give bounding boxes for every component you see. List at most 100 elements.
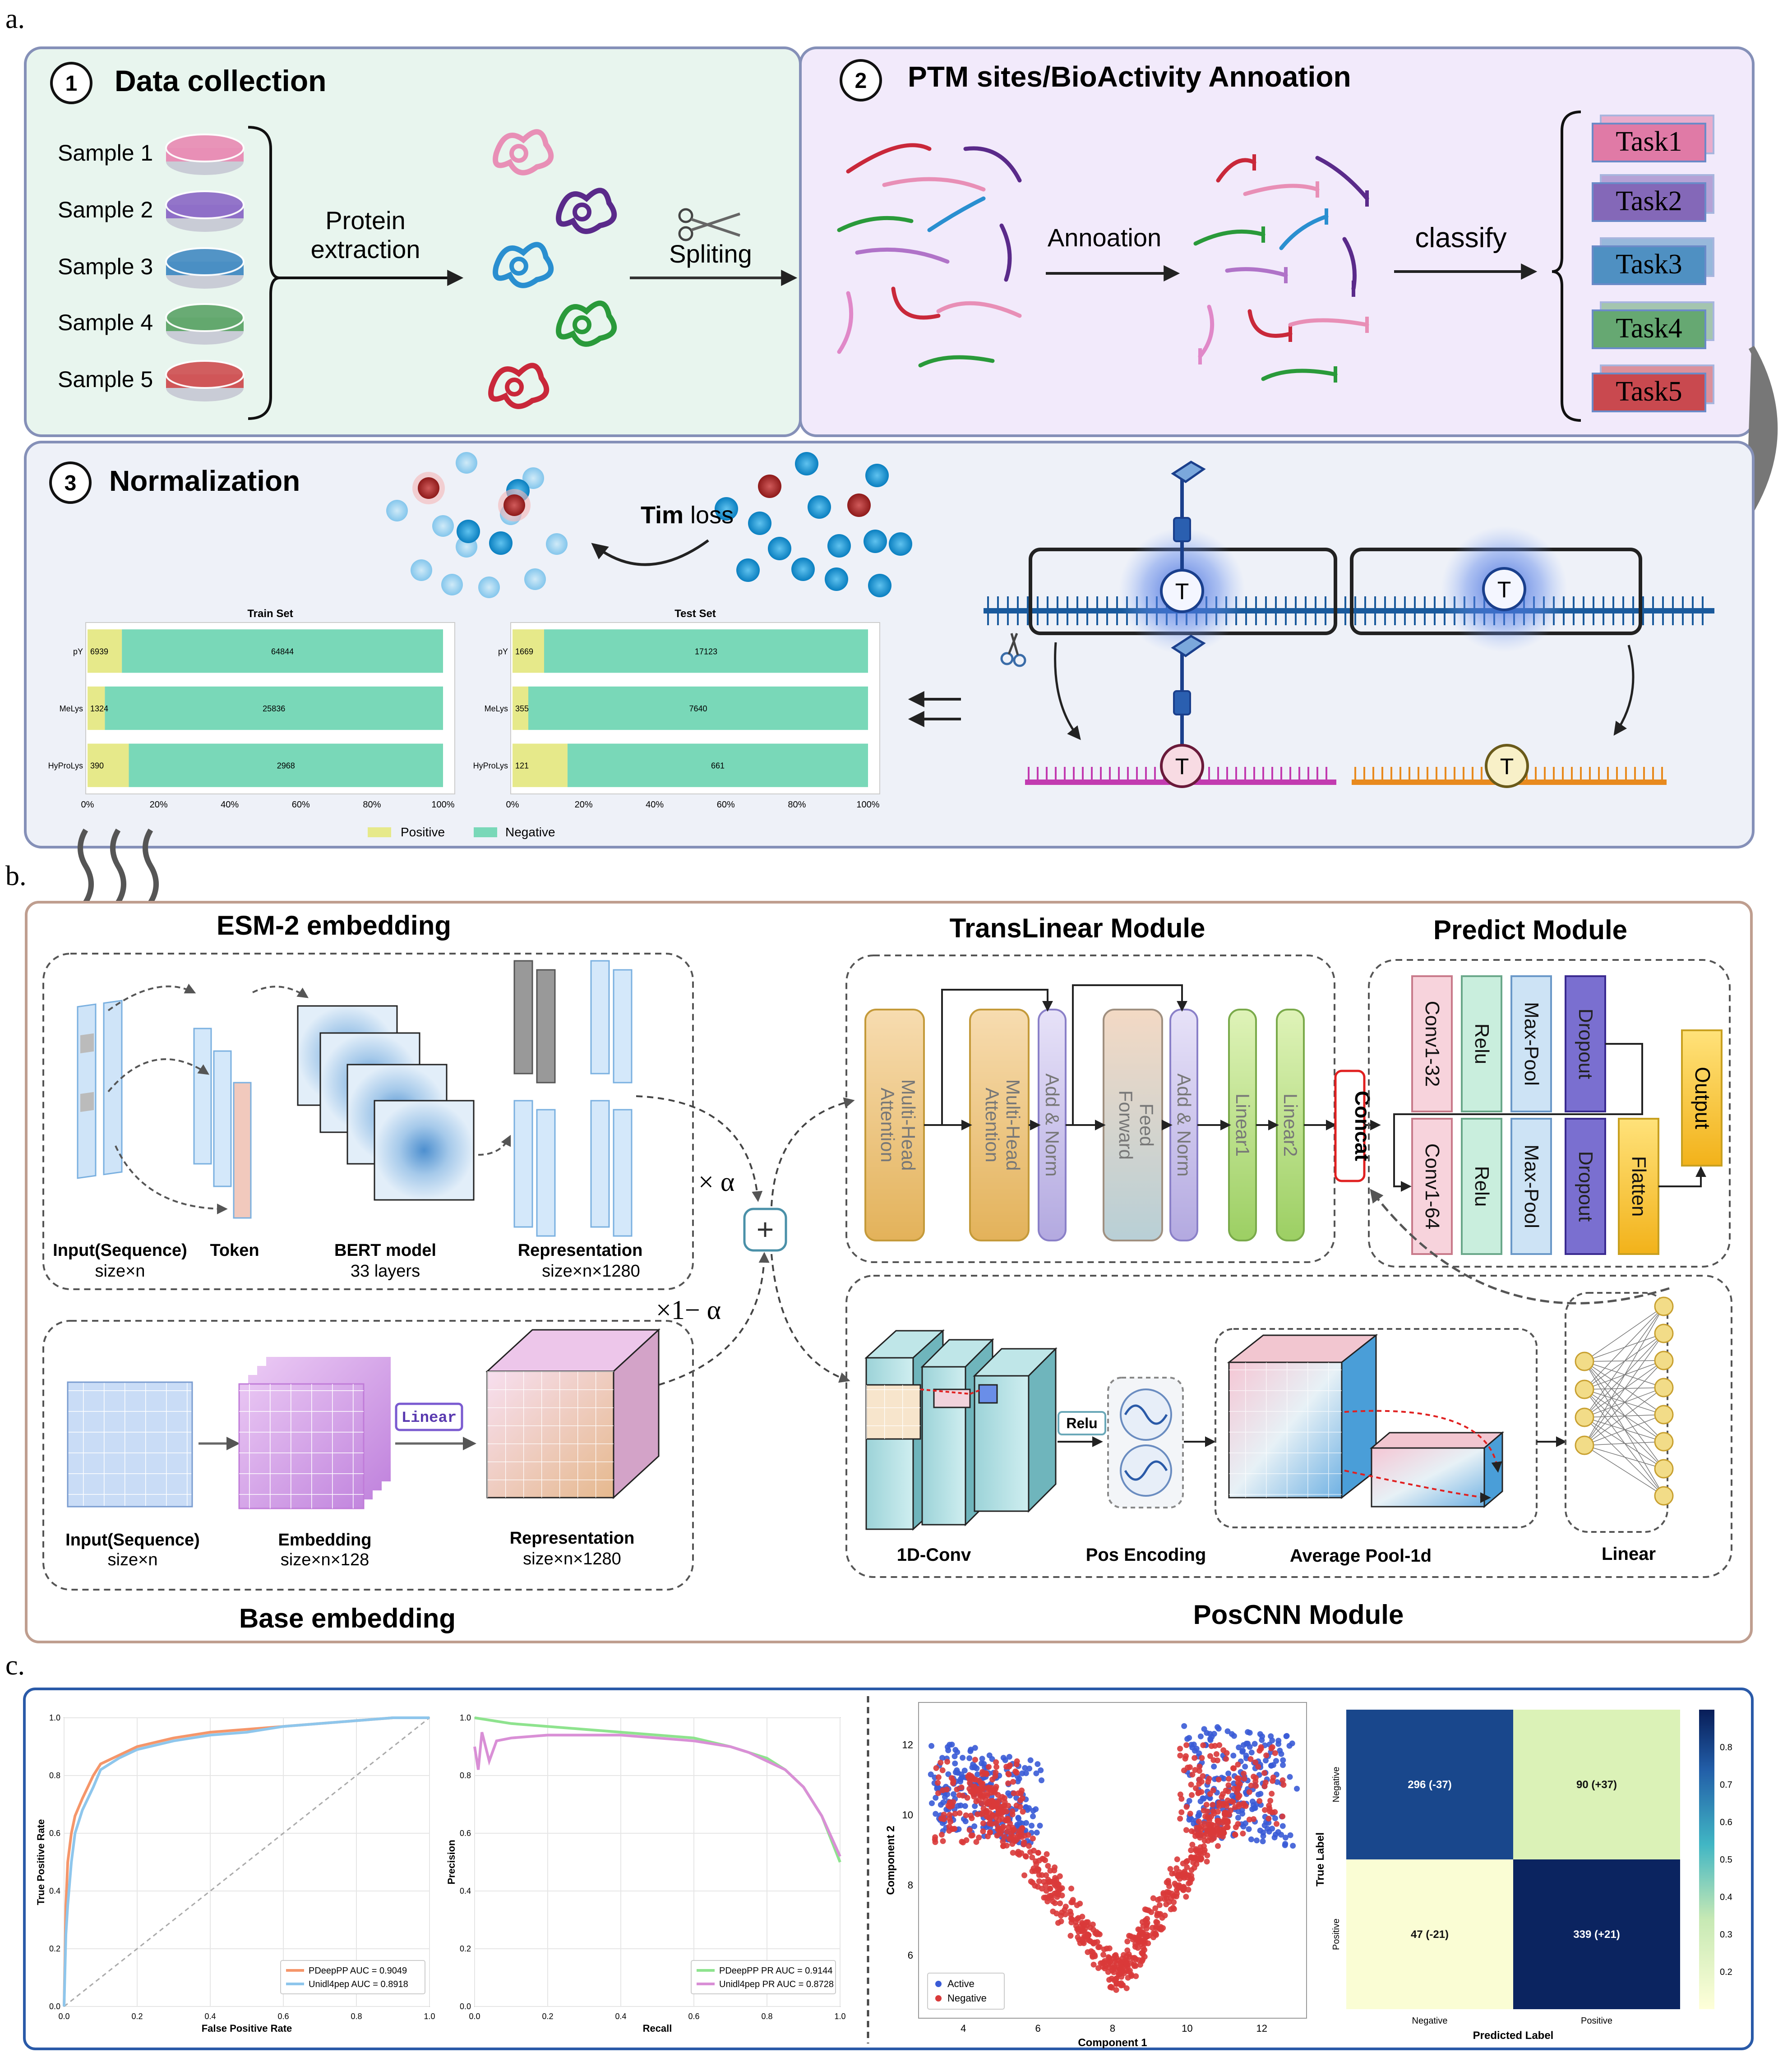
active-point bbox=[928, 1743, 935, 1749]
relu-tag bbox=[1058, 1411, 1106, 1435]
panel-c: 0.00.00.20.20.40.40.60.60.80.81.01.0PDee… bbox=[23, 1688, 1754, 2050]
protein-blob-loop bbox=[505, 378, 524, 397]
nn-edge bbox=[1584, 1361, 1664, 1388]
negative-point bbox=[1013, 1803, 1020, 1809]
negative-point bbox=[1185, 1886, 1192, 1893]
nn-edge bbox=[1584, 1389, 1664, 1415]
predict-block bbox=[1461, 1118, 1502, 1255]
linear-tag bbox=[395, 1402, 463, 1431]
translinear-block-label: Linear1 bbox=[1232, 1093, 1253, 1157]
step-3-circle bbox=[49, 461, 92, 504]
input-grid-lines bbox=[67, 1381, 193, 1508]
protein-blob bbox=[556, 188, 617, 234]
task-card bbox=[1592, 245, 1706, 285]
nn-edge bbox=[1584, 1306, 1664, 1362]
translinear-block-label: Add & Norm bbox=[1173, 1074, 1195, 1177]
negative-point bbox=[979, 1811, 985, 1817]
category-label: MeLys bbox=[60, 704, 83, 713]
nn-node bbox=[1575, 1351, 1594, 1371]
bar-negative bbox=[544, 629, 868, 673]
negative-point bbox=[1113, 1976, 1119, 1982]
particle bbox=[864, 530, 887, 553]
plus-to-translinear-dash bbox=[771, 1097, 855, 1207]
y-tick: 0.2 bbox=[460, 1944, 471, 1953]
negative-point bbox=[1210, 1808, 1216, 1814]
translinear-block-label: Multi-Head bbox=[1002, 1079, 1024, 1171]
active-point bbox=[1015, 1815, 1021, 1821]
negative-point bbox=[1224, 1797, 1231, 1803]
pos-encoding-label: Pos Encoding bbox=[1086, 1545, 1206, 1565]
negative-point bbox=[1113, 1955, 1120, 1961]
step-1-title: Data collection bbox=[115, 64, 326, 97]
predict-block-label: Conv1-64 bbox=[1421, 1144, 1443, 1230]
active-point bbox=[1289, 1740, 1295, 1747]
x-tick-label: 60% bbox=[292, 800, 310, 810]
y-tick: 0.6 bbox=[49, 1829, 60, 1838]
negative-point bbox=[1171, 1899, 1177, 1905]
negative-point bbox=[1225, 1782, 1232, 1789]
negative-point bbox=[1230, 1799, 1236, 1805]
active-point bbox=[1248, 1749, 1255, 1756]
negative-point bbox=[941, 1812, 947, 1818]
negative-point bbox=[1167, 1866, 1173, 1872]
esm-flow-dash-1 bbox=[107, 983, 196, 1011]
negative-point bbox=[1266, 1805, 1273, 1812]
negative-point bbox=[1068, 1915, 1074, 1922]
active-point bbox=[1019, 1770, 1025, 1776]
active-point bbox=[979, 1756, 985, 1762]
x-tick: 0.0 bbox=[58, 2012, 69, 2021]
negative-point bbox=[1256, 1798, 1263, 1804]
predict-block bbox=[1565, 975, 1606, 1112]
legend-negative-swatch bbox=[474, 827, 497, 837]
negative-point bbox=[1058, 1913, 1064, 1919]
sample-label: Sample 4 bbox=[58, 310, 153, 335]
particle bbox=[795, 452, 818, 475]
annotated-peptide bbox=[1216, 158, 1256, 183]
negative-point bbox=[1021, 1872, 1028, 1878]
negative-point bbox=[1183, 1827, 1189, 1833]
negative-point bbox=[932, 1834, 938, 1840]
negative-point bbox=[1113, 1987, 1119, 1993]
panel-label-a: a. bbox=[5, 4, 25, 34]
negative-point bbox=[969, 1815, 975, 1822]
x-tick-label: 0% bbox=[506, 800, 519, 810]
base-representation-size: size×n×1280 bbox=[523, 1550, 621, 1568]
active-point bbox=[1002, 1757, 1008, 1763]
negative-point bbox=[950, 1826, 956, 1832]
light-particle bbox=[524, 568, 546, 590]
negative-point bbox=[1247, 1756, 1254, 1762]
active-point bbox=[1282, 1842, 1288, 1849]
y-tick: 1.0 bbox=[49, 1713, 60, 1722]
series-line bbox=[63, 1716, 430, 2007]
annotated-peptides bbox=[1193, 154, 1369, 383]
residual-2 bbox=[1072, 984, 1187, 1125]
linear-box bbox=[1565, 1292, 1668, 1533]
nn-node bbox=[1575, 1435, 1594, 1455]
particle bbox=[808, 495, 831, 519]
category-label: HyProLys bbox=[473, 761, 508, 770]
particle bbox=[825, 567, 848, 591]
residual-1 bbox=[941, 989, 1053, 1125]
active-point bbox=[1215, 1725, 1222, 1732]
negative-point bbox=[1202, 1813, 1209, 1820]
negative-point bbox=[1210, 1757, 1217, 1763]
negative-point bbox=[1046, 1893, 1053, 1899]
active-point bbox=[1290, 1843, 1296, 1849]
negative-point bbox=[1017, 1797, 1024, 1803]
negative-point bbox=[960, 1793, 966, 1799]
light-particle bbox=[411, 559, 432, 581]
light-particle bbox=[441, 574, 463, 595]
linker-bottom-block bbox=[1173, 690, 1191, 715]
light-particle bbox=[386, 500, 408, 521]
negative-point bbox=[976, 1834, 982, 1840]
negative-point bbox=[945, 1803, 951, 1809]
negative-point bbox=[1204, 1859, 1210, 1865]
legend-box bbox=[927, 1973, 1005, 2010]
negative-point bbox=[1105, 1969, 1111, 1975]
negative-point bbox=[1067, 1909, 1073, 1915]
negative-point bbox=[1055, 1920, 1061, 1926]
x-tick: 0.6 bbox=[688, 2012, 699, 2021]
negative-point bbox=[1173, 1865, 1180, 1872]
negative-point bbox=[1272, 1809, 1278, 1815]
negative-point bbox=[970, 1791, 976, 1797]
